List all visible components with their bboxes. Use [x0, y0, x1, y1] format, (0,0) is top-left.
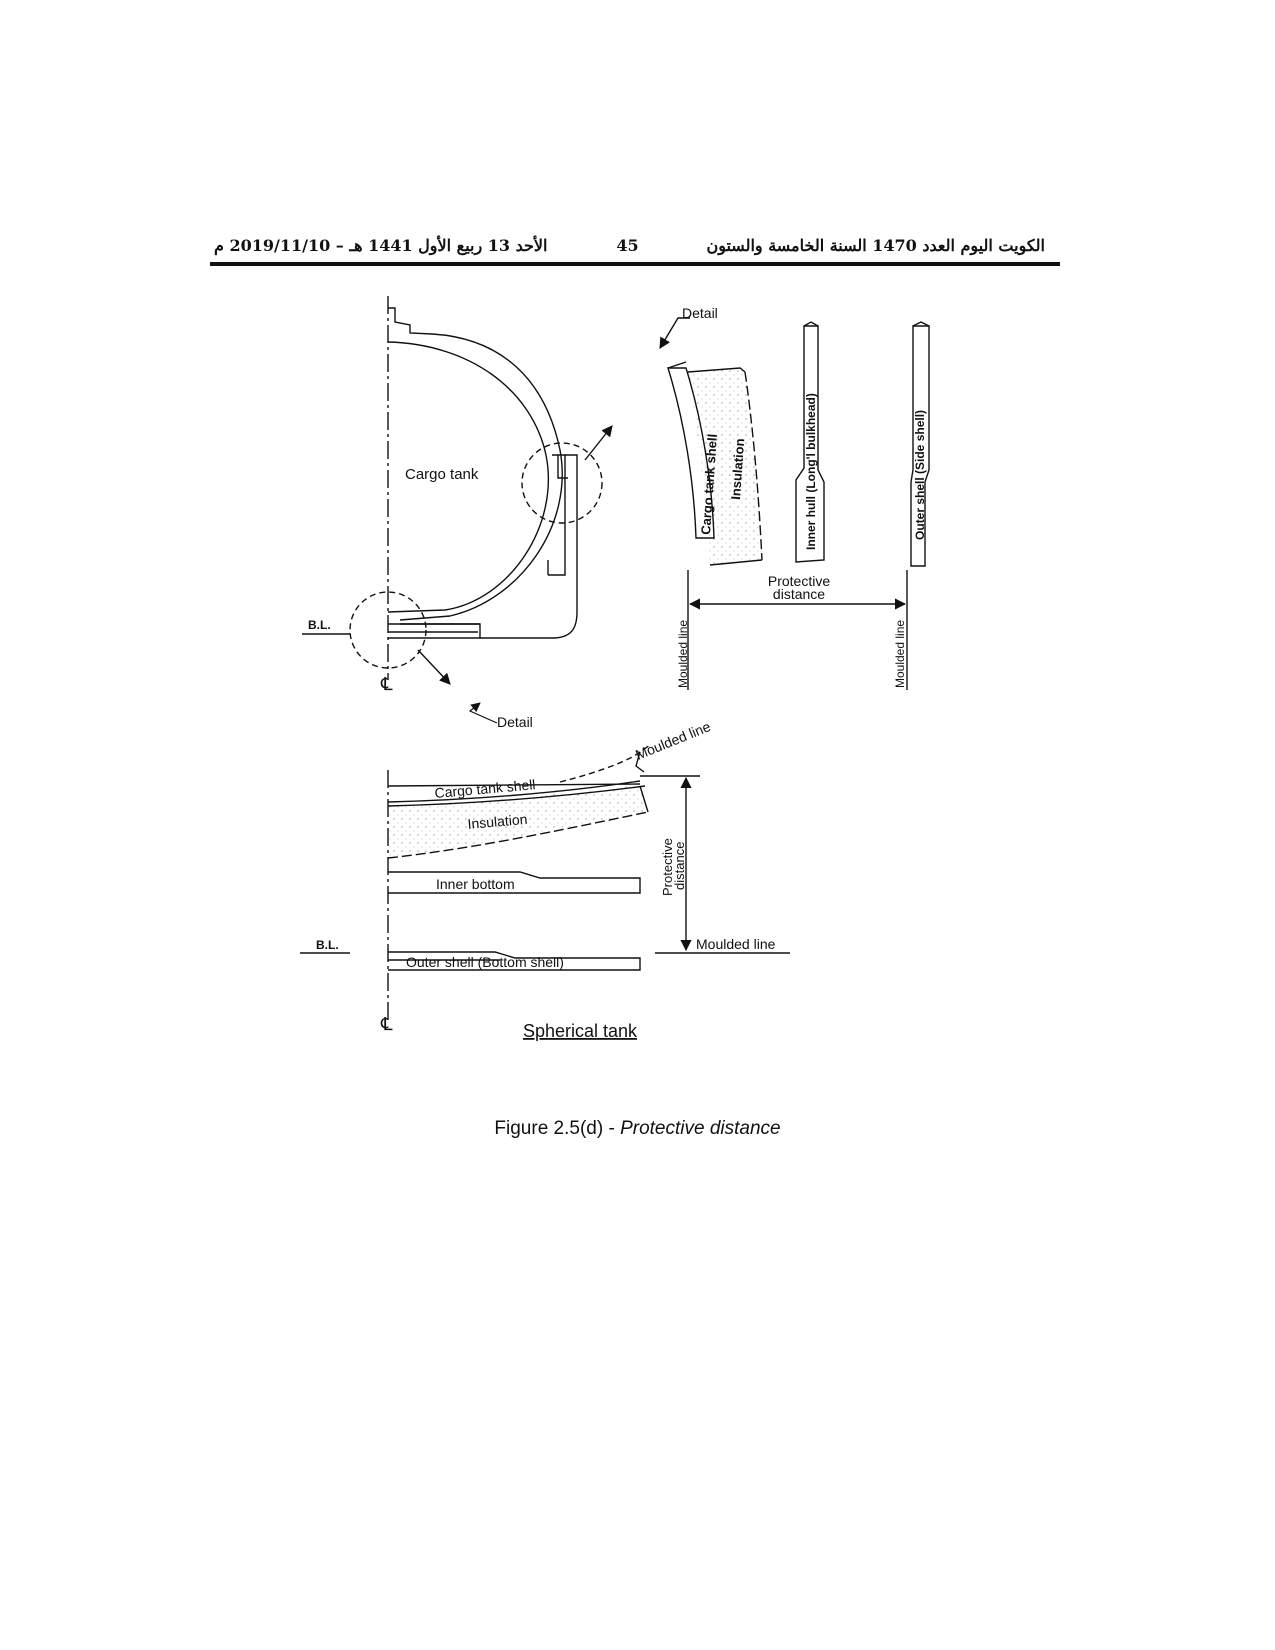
label-detail-side: Detail	[682, 305, 718, 321]
label-side-protective-2: distance	[773, 586, 825, 602]
label-side-outer-shell: Outer shell (Side shell)	[913, 410, 927, 540]
header-rule	[210, 262, 1060, 266]
header-page-number-wrap: 45	[0, 236, 1275, 255]
bottom-cargo-tank-shell	[387, 783, 641, 787]
side-outer-shell	[910, 325, 930, 567]
bottom-inner-bottom	[388, 871, 641, 894]
label-centerline-bottom: ℄	[380, 1014, 393, 1034]
side-cargo-tank-shell	[667, 367, 715, 539]
tank-inner-arc	[387, 341, 550, 613]
side-detail-view	[659, 317, 930, 690]
caption-prefix: Figure 2.5(d) -	[494, 1118, 621, 1139]
label-centerline-top: ℄	[380, 674, 393, 694]
label-bottom-bl: B.L.	[316, 938, 339, 952]
tank-outer-arc	[399, 333, 563, 621]
label-bottom-inner-bottom: Inner bottom	[436, 876, 515, 892]
bottom-detail-view	[300, 744, 790, 1020]
side-insulation-band	[688, 368, 762, 565]
label-bl-top: B.L.	[308, 618, 331, 632]
diagram-subtitle: Spherical tank	[523, 1021, 638, 1041]
header-publication: الكويت اليوم العدد 1470 السنة الخامسة وا…	[706, 236, 1045, 255]
label-side-moulded-left: Moulded line	[676, 620, 690, 688]
label-side-inner-hull: Inner hull (Long'l bulkhead)	[804, 393, 818, 550]
label-bottom-protective-1: Protective	[660, 838, 675, 896]
label-bottom-protective-2: distance	[672, 842, 687, 890]
label-side-cargo-tank-shell: Cargo tank shell	[698, 433, 720, 535]
detail-circle-side	[521, 442, 603, 524]
label-side-moulded-right: Moulded line	[893, 620, 907, 688]
side-inner-hull	[795, 325, 825, 563]
label-bottom-outer-shell: Outer shell (Bottom shell)	[406, 954, 564, 970]
label-bottom-insulation: Insulation	[467, 811, 528, 832]
caption-title: Protective distance	[620, 1118, 781, 1139]
bottom-outer-shell	[388, 951, 641, 971]
header-page-number: 45	[616, 236, 639, 255]
figure-caption: Figure 2.5(d) - Protective distance	[0, 1118, 1275, 1140]
label-bottom-moulded-top: Moulded line	[633, 718, 713, 763]
label-detail-bottom: Detail	[497, 714, 533, 730]
label-bottom-moulded-line: Moulded line	[696, 936, 776, 952]
label-side-insulation: Insulation	[728, 438, 747, 500]
detail-circle-bottom	[349, 591, 427, 669]
label-side-protective-1: Protective	[768, 573, 830, 589]
label-cargo-tank: Cargo tank	[405, 466, 479, 483]
tank-section-view	[302, 296, 613, 685]
header-date: الأحد 13 ربيع الأول 1441 هـ – 2019/11/10…	[214, 236, 548, 255]
